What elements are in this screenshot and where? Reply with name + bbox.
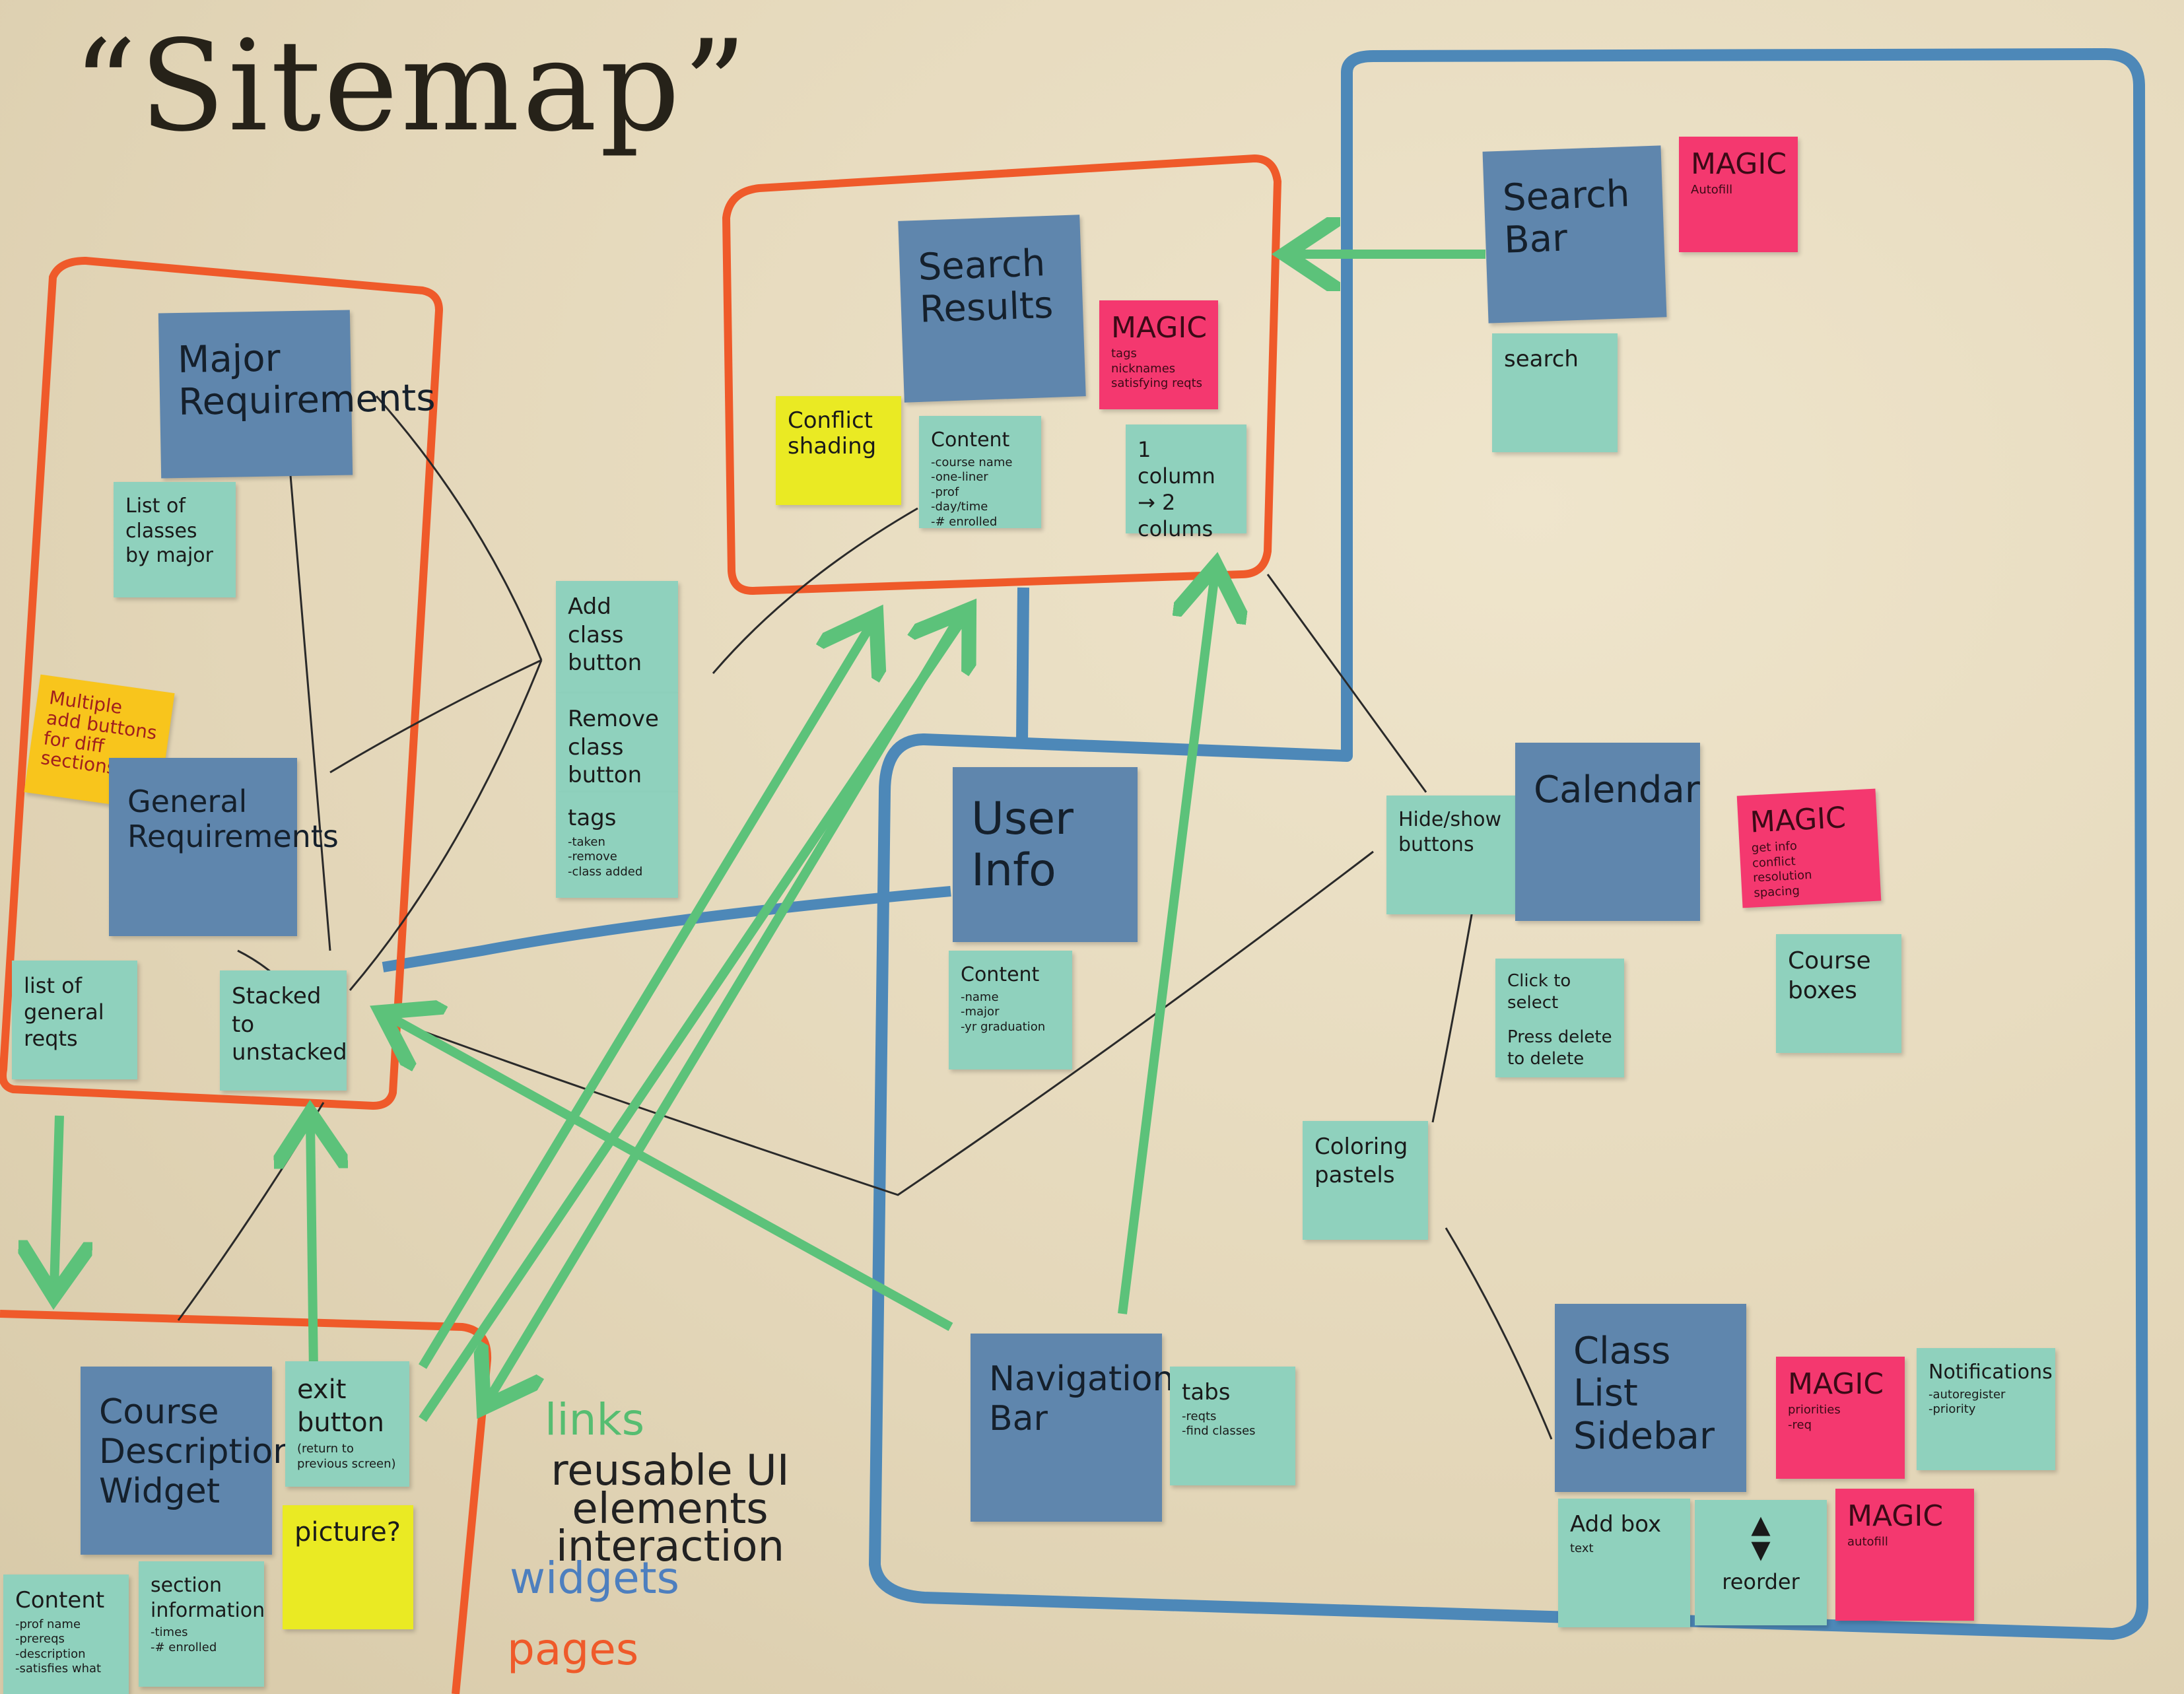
list-of-general-reqts-note: list of general reqts xyxy=(12,961,137,1079)
notifications-note: Notifications-autoregister -priority xyxy=(1917,1348,2055,1470)
reorder-note: ▲ ▼ reorder xyxy=(1695,1500,1827,1625)
tags-note: tags-taken -remove -class added xyxy=(556,792,678,898)
page-title: “Sitemap” xyxy=(73,13,750,159)
legend-widgets: widgets xyxy=(510,1553,679,1604)
black-connectors xyxy=(177,395,1553,1440)
user-info-note: User Info xyxy=(953,767,1138,942)
course-boxes-note: Course boxes xyxy=(1776,934,1901,1053)
section-information-note: section information-times -# enrolled xyxy=(139,1561,265,1687)
search-bar-note: Search Bar xyxy=(1482,145,1667,323)
remove-class-button-note: Remove class button xyxy=(556,693,678,792)
course-description-widget-note: Course Description Widget xyxy=(81,1367,294,1555)
user-content-note: Content-name -major -yr graduation xyxy=(949,951,1072,1069)
exit-button-note: exit button(return to previous screen) xyxy=(285,1361,409,1487)
widget-connector-userinfo xyxy=(382,886,951,972)
search-note: search xyxy=(1492,333,1618,452)
list-of-classes-note: List of classes by major xyxy=(114,482,236,597)
search-results-note: Search Results xyxy=(898,215,1086,403)
page-outline-requirements xyxy=(0,256,444,1110)
coloring-pastels-note: Coloring pastels xyxy=(1303,1121,1428,1240)
major-requirements-note: Major Requirements xyxy=(158,310,436,479)
course-content-note: Content-prof name -prereqs -description … xyxy=(3,1575,129,1694)
legend-pages: pages xyxy=(507,1624,639,1675)
calendar-note: Calendar xyxy=(1515,743,1700,921)
legend-reusable: reusable UI elements interaction xyxy=(551,1446,790,1572)
add-class-button-note: Add class button xyxy=(556,581,678,693)
picture-note: picture? xyxy=(283,1505,413,1629)
link-arrows xyxy=(54,254,1485,1422)
general-requirements-note: General Requirements xyxy=(109,758,339,936)
navigation-bar-note: Navigation Bar xyxy=(971,1334,1174,1522)
conflict-shading-note: Conflict shading xyxy=(776,396,901,505)
page-outline-search-results xyxy=(722,154,1282,595)
tabs-note: tabs-reqts -find classes xyxy=(1170,1367,1295,1485)
legend-links: links xyxy=(545,1394,645,1445)
columns-note: 1 column → 2 colums xyxy=(1126,424,1246,541)
class-list-sidebar-note: Class List Sidebar xyxy=(1555,1304,1746,1492)
widget-stem xyxy=(1016,587,1029,743)
reorder-arrows-icon: ▲ ▼ xyxy=(1751,1510,1771,1564)
stacked-to-unstacked-note: Stacked to unstacked xyxy=(220,970,347,1091)
results-content-note: Content-course name -one-liner -prof -da… xyxy=(919,416,1041,529)
hide-show-buttons-note: Hide/show buttons xyxy=(1386,796,1515,914)
widget-outline xyxy=(869,48,2148,1640)
